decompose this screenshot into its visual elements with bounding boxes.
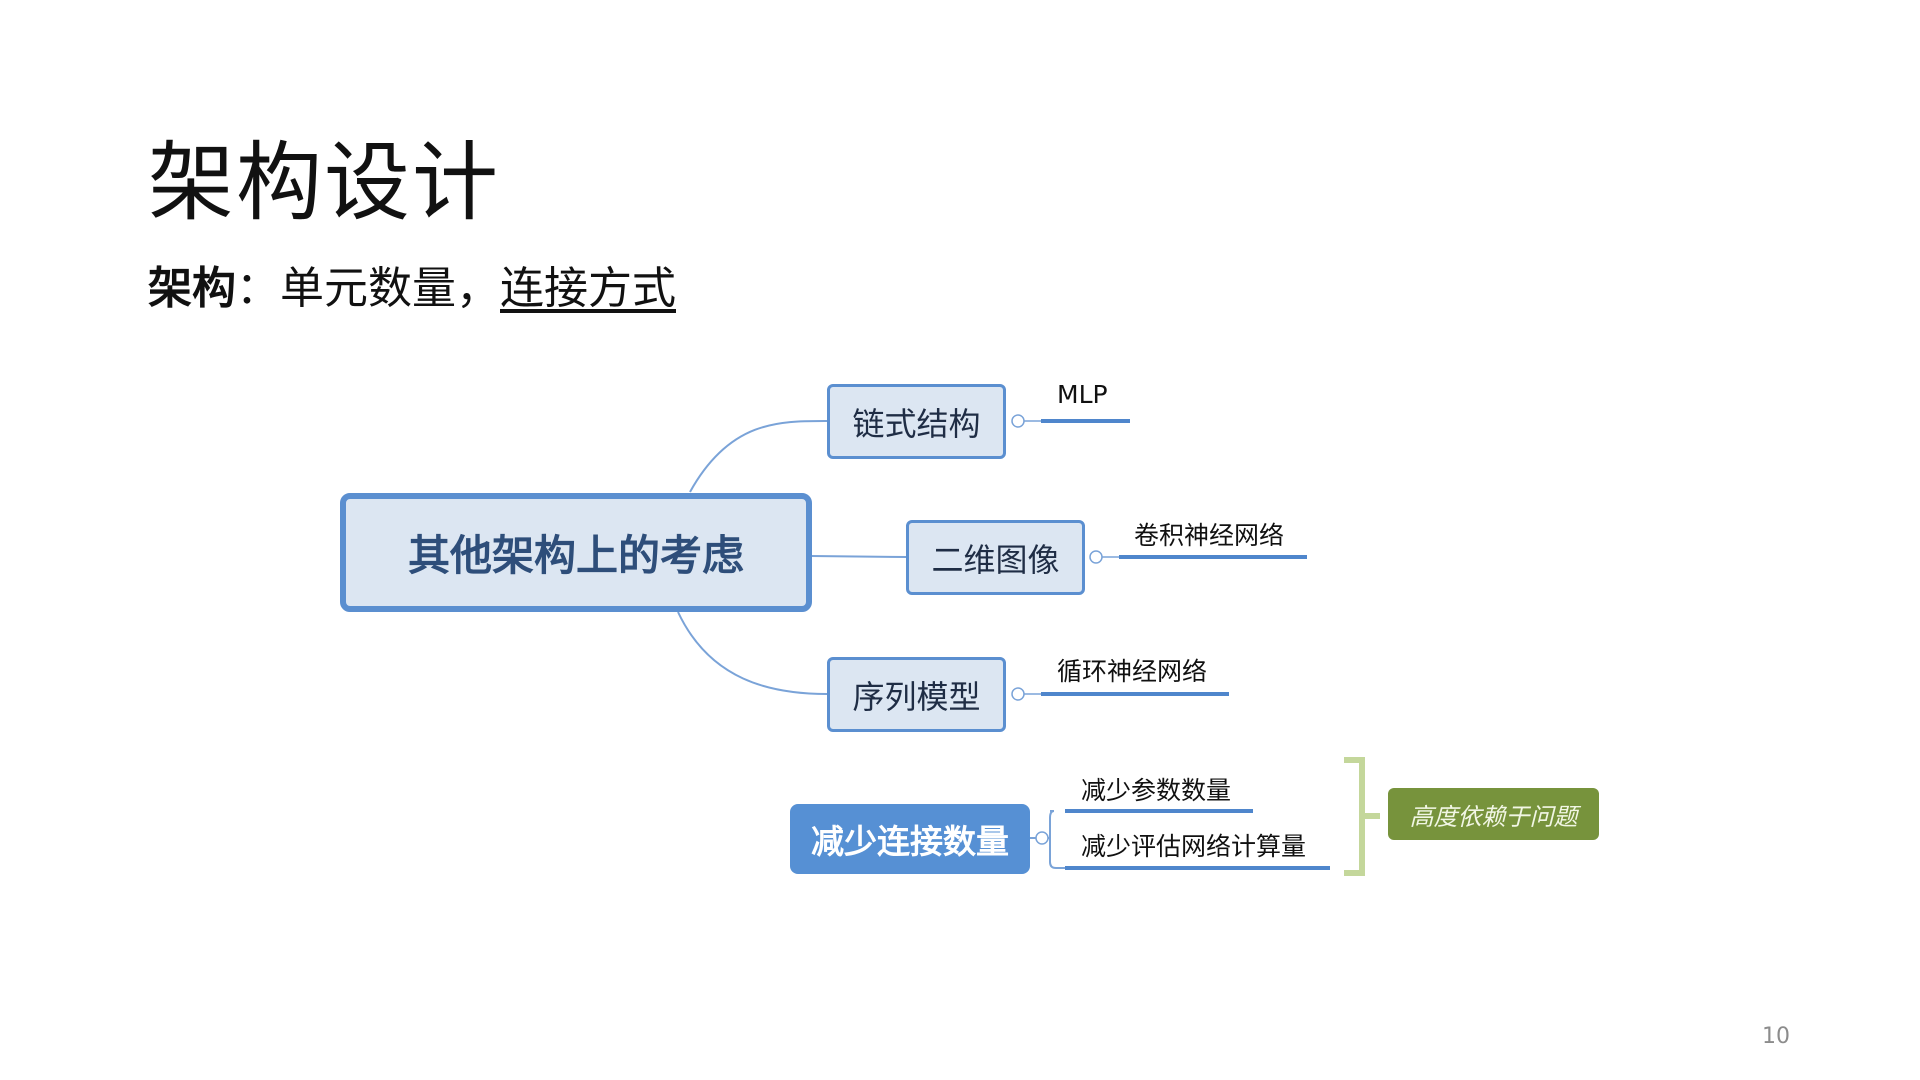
page-number: 10 bbox=[1762, 1024, 1790, 1049]
subtitle-text: ：单元数量， bbox=[236, 263, 500, 314]
collapse-icon bbox=[1035, 831, 1049, 845]
slide-subtitle: 架构：单元数量，连接方式 bbox=[148, 252, 676, 316]
connector-chain bbox=[689, 419, 828, 493]
topic-2d-image[interactable]: 二维图像 bbox=[906, 520, 1085, 595]
leaf-reduce-params[interactable]: 减少参数数量 bbox=[1081, 776, 1232, 805]
topic-reduce-connections[interactable]: 减少连接数量 bbox=[790, 804, 1030, 874]
topic-chain-structure[interactable]: 链式结构 bbox=[827, 384, 1006, 459]
leaf-rnn[interactable]: 循环神经网络 bbox=[1057, 657, 1208, 686]
subtitle-bold: 架构 bbox=[148, 263, 236, 314]
subtitle-underlined: 连接方式 bbox=[500, 263, 676, 314]
collapse-icon bbox=[1011, 687, 1025, 701]
topic-sequence-model[interactable]: 序列模型 bbox=[827, 657, 1006, 732]
leaf-reduce-compute[interactable]: 减少评估网络计算量 bbox=[1081, 832, 1307, 861]
collapse-icon bbox=[1089, 550, 1103, 564]
connector-2d bbox=[810, 555, 907, 558]
collapse-icon bbox=[1011, 414, 1025, 428]
leaf-cnn[interactable]: 卷积神经网络 bbox=[1134, 521, 1285, 550]
summary-problem-dependent[interactable]: 高度依赖于问题 bbox=[1388, 788, 1599, 840]
central-topic[interactable]: 其他架构上的考虑 bbox=[340, 493, 812, 612]
summary-bracket bbox=[1344, 757, 1380, 876]
leaf-mlp[interactable]: MLP bbox=[1057, 380, 1108, 409]
slide-title: 架构设计 bbox=[148, 133, 500, 233]
connector-seq bbox=[677, 611, 828, 695]
